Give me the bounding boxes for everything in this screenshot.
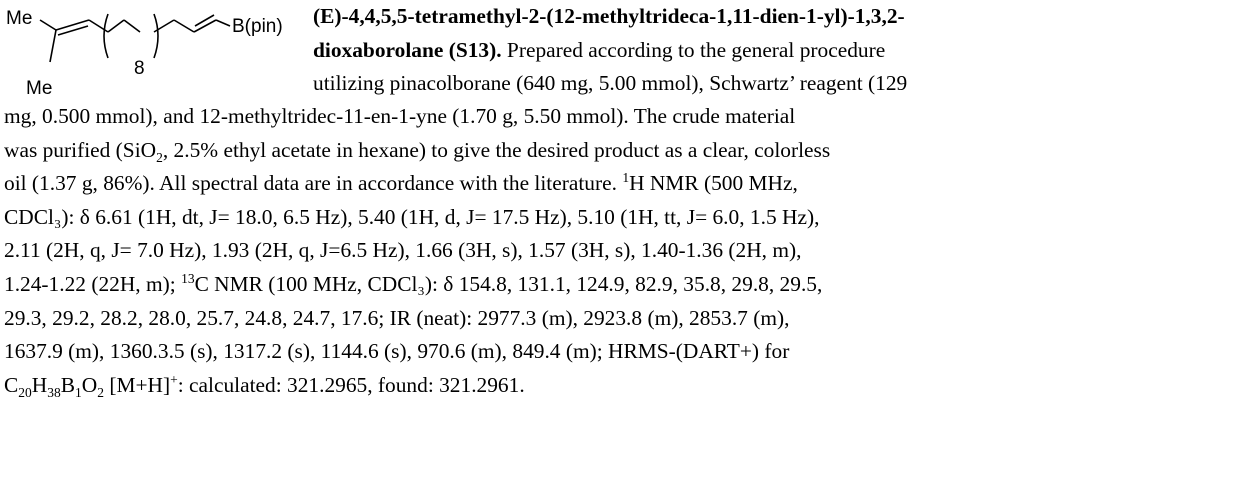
formula-b: B: [60, 372, 76, 397]
body-line-9: 1.24-1.22 (22H, m); 13C NMR (100 MHz, CD…: [4, 268, 1244, 302]
body-line-6-a: oil (1.37 g, 86%). All spectral data are…: [4, 171, 623, 196]
structure-label-me-top: Me: [6, 8, 32, 29]
body-line-6: oil (1.37 g, 86%). All spectral data are…: [4, 167, 1244, 201]
body-line-9-b: C NMR (100 MHz, CDCl₃): δ 154.8, 131.1, …: [194, 271, 823, 296]
compound-name-line-2: dioxaborolane (S13). Prepared according …: [313, 34, 1243, 68]
body-line-6-b: H NMR (500 MHz,: [629, 171, 798, 196]
formula-sub-3: 1: [75, 384, 82, 400]
body-line-12: C20H38B1O2 [M+H]+: calculated: 321.2965,…: [4, 369, 1244, 403]
structure-label-me-bottom: Me: [26, 78, 52, 99]
formula-h: H: [31, 372, 48, 397]
compound-heading-block: (E)-4,4,5,5-tetramethyl-2-(12-methyltrid…: [313, 0, 1243, 101]
experimental-body: mg, 0.500 mmol), and 12-methyltridec-11-…: [4, 100, 1244, 402]
procedure-line-3: utilizing pinacolborane (640 mg, 5.00 mm…: [313, 71, 908, 96]
formula-charge-sup: +: [170, 371, 178, 387]
body-line-11: 1637.9 (m), 1360.3.5 (s), 1317.2 (s), 11…: [4, 339, 790, 364]
body-line-5: was purified (SiO2, 2.5% ethyl acetate i…: [4, 134, 1244, 168]
body-line-5-b: , 2.5% ethyl acetate in hexane) to give …: [162, 137, 831, 162]
body-line-9-a: 1.24-1.22 (22H, m);: [4, 271, 182, 296]
body-line-8: 2.11 (2H, q, J= 7.0 Hz), 1.93 (2H, q, J=…: [4, 238, 802, 263]
structure-label-repeat: 8: [134, 58, 145, 79]
formula-o: O: [81, 372, 98, 397]
body-line-7: CDCl₃): δ 6.61 (1H, dt, J= 18.0, 6.5 Hz)…: [4, 204, 820, 229]
chemical-structure-diagram: Me Me 8 B(pin): [6, 8, 283, 99]
formula-sub-2: 38: [47, 384, 61, 400]
body-line-10: 29.3, 29.2, 28.2, 28.0, 25.7, 24.8, 24.7…: [4, 305, 790, 330]
body-line-5-sub: 2: [156, 149, 163, 165]
body-line-4: mg, 0.500 mmol), and 12-methyltridec-11-…: [4, 104, 796, 128]
body-line-5-a: was purified (SiO: [4, 137, 157, 162]
formula-sub-4: 2: [97, 384, 104, 400]
formula-sub-1: 20: [18, 384, 32, 400]
body-line-9-sup: 13: [181, 270, 195, 286]
structure-label-bpin: B(pin): [232, 16, 283, 37]
compound-name-line-1: (E)-4,4,5,5-tetramethyl-2-(12-methyltrid…: [313, 0, 1243, 34]
procedure-text-1: Prepared according to the general proced…: [501, 37, 886, 62]
formula-c: C: [4, 372, 19, 397]
structure-bonds: [39, 13, 231, 63]
compound-name-part-2: dioxaborolane (S13).: [313, 37, 502, 62]
compound-name-part-1: (E)-4,4,5,5-tetramethyl-2-(12-methyltrid…: [313, 4, 905, 28]
body-line-6-sup: 1: [622, 170, 630, 186]
formula-adduct: [M+H]: [103, 372, 171, 397]
hrms-values: : calculated: 321.2965, found: 321.2961.: [177, 372, 525, 397]
